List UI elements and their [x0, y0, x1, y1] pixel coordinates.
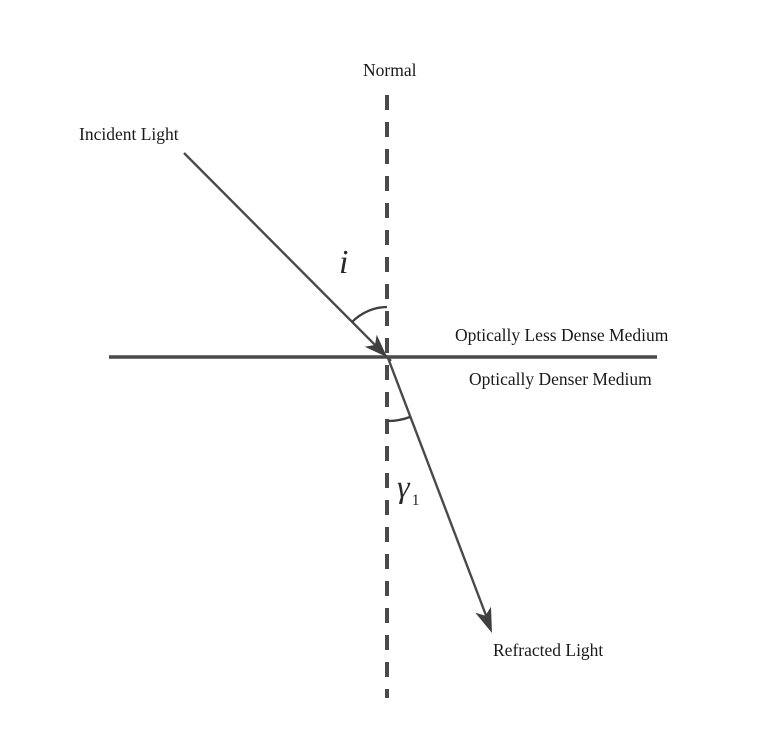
denser-medium-label: Optically Denser Medium: [469, 369, 652, 389]
incidence-angle-label: i: [339, 244, 349, 281]
less-dense-medium-label: Optically Less Dense Medium: [455, 325, 669, 345]
incident-light-label: Incident Light: [79, 124, 179, 144]
incident-ray: [183, 152, 392, 362]
refracted-ray: [386, 357, 489, 619]
incidence-angle-arc: [351, 305, 388, 323]
refraction-angle-subscript: 1: [411, 492, 420, 509]
refraction-angle-arc: [386, 415, 411, 423]
refracted-ray-arrowhead-icon: [475, 606, 492, 633]
incident-ray-arrowhead-icon: [364, 334, 387, 357]
refracted-light-label: Refracted Light: [493, 640, 604, 660]
normal-label: Normal: [363, 60, 417, 80]
refraction-angle-symbol: γ: [397, 468, 410, 504]
